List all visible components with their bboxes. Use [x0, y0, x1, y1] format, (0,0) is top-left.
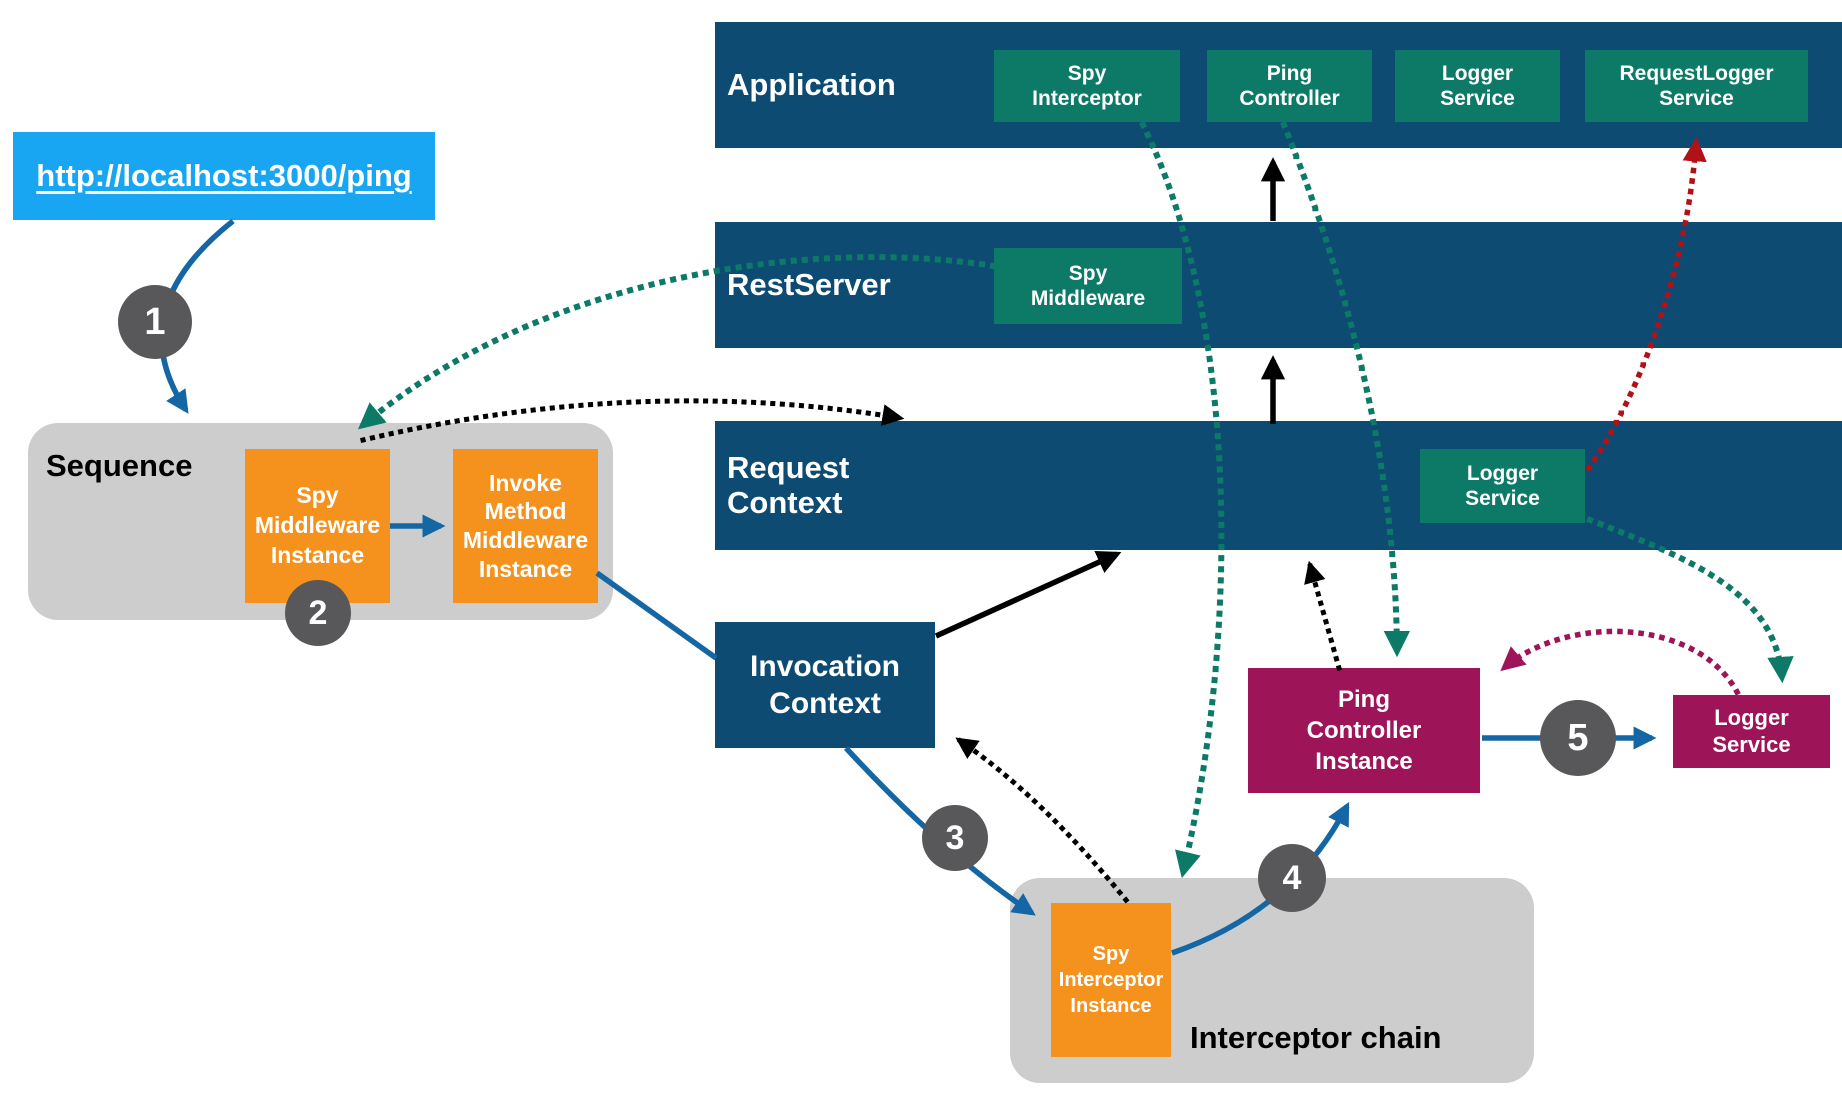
restserver-band-label: RestServer — [727, 266, 891, 302]
dotted-arrow-ping-controller-to-instance — [1280, 121, 1411, 658]
restserver-band: RestServer — [715, 222, 1842, 348]
request-logger-service-box: RequestLogger Service — [1585, 50, 1808, 122]
invocation-context-box: Invocation Context — [715, 622, 935, 748]
step-circle-2: 2 — [285, 580, 351, 646]
spy-middleware-box: Spy Middleware — [994, 248, 1182, 324]
invoke-method-middleware-instance-box: Invoke Method Middleware Instance — [453, 449, 598, 603]
url-link-box[interactable]: http://localhost:3000/ping — [13, 132, 435, 220]
dotted-arrow-ping-instance-to-requestctx — [1304, 560, 1343, 672]
sequence-title: Sequence — [46, 448, 193, 483]
arrow-invocationctx-to-requestctx — [934, 550, 1122, 639]
step-circle-5: 5 — [1540, 700, 1616, 776]
logger-service-instance-box: Logger Service — [1673, 695, 1830, 768]
request-context-logger-service-box: Logger Service — [1420, 449, 1585, 523]
step-circle-4: 4 — [1258, 844, 1326, 912]
application-band-label: Application — [727, 66, 896, 102]
request-context-band-label: Request Context — [727, 450, 850, 520]
logger-service-box: Logger Service — [1395, 50, 1560, 122]
spy-middleware-instance-box: Spy Middleware Instance — [245, 449, 390, 603]
arrow-invoke-mw-to-invocation-ctx — [595, 570, 718, 661]
dotted-arrow-logger-instance-to-ping-instance — [1500, 628, 1741, 696]
spy-interceptor-box: Spy Interceptor — [994, 50, 1180, 122]
interceptor-chain-title: Interceptor chain — [1190, 1020, 1442, 1055]
spy-interceptor-instance-box: Spy Interceptor Instance — [1051, 903, 1171, 1057]
request-context-band: Request Context — [715, 421, 1842, 550]
url-link[interactable]: http://localhost:3000/ping — [36, 158, 412, 193]
step-circle-3: 3 — [922, 805, 988, 871]
ping-controller-box: Ping Controller — [1207, 50, 1372, 122]
ping-controller-instance-box: Ping Controller Instance — [1248, 668, 1480, 793]
step-circle-1: 1 — [118, 285, 192, 359]
dotted-arrow-spy-interceptor-to-invocationctx — [955, 736, 1130, 904]
